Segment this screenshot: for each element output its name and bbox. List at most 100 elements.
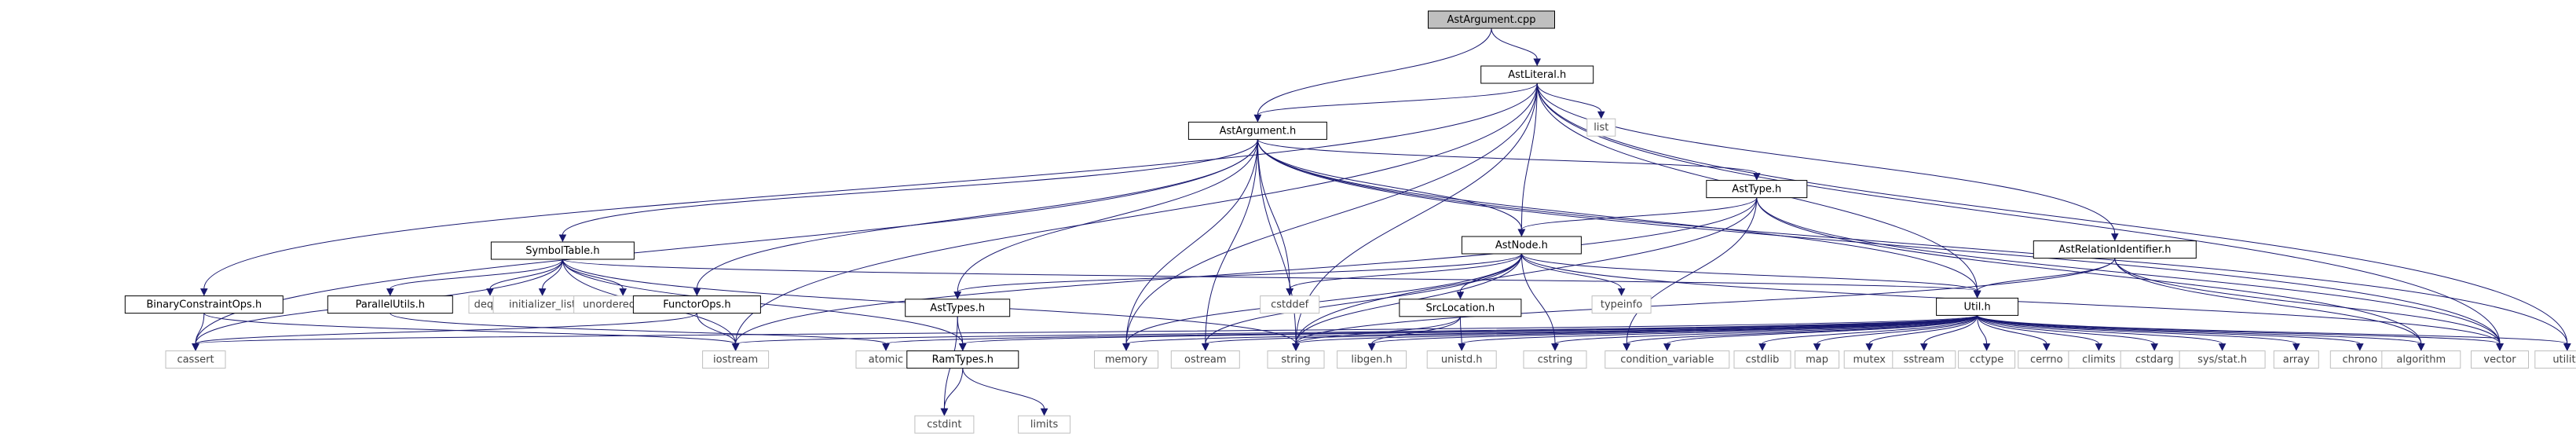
edge-arrowhead [731, 343, 740, 351]
edge-line [1817, 315, 1978, 345]
edge-arrowhead [958, 343, 967, 351]
node-box [2179, 350, 2266, 369]
node-mutex: mutex [1843, 350, 1895, 369]
edge-astnode-h-to-asttypes-h [953, 253, 1522, 299]
node-asttypes-h[interactable]: AstTypes.h [905, 299, 1011, 317]
node-astargument-h[interactable]: AstArgument.h [1187, 121, 1327, 140]
edge-arrowhead [2417, 343, 2425, 351]
node-box [165, 350, 226, 369]
edge-arrowhead [1122, 343, 1130, 351]
edge-arrowhead [1752, 173, 1761, 181]
edge-astargument-h-to-string [1257, 139, 1300, 351]
node-parallelutils-h[interactable]: ParallelUtils.h [327, 295, 453, 314]
edge-arrowhead [2110, 233, 2119, 241]
node-label: cerrno [2030, 354, 2063, 366]
node-cerrno: cerrno [2018, 350, 2076, 369]
edge-astargument-h-to-cassert [192, 139, 1258, 351]
edge-line [1257, 139, 1522, 230]
edge-util-h-to-cstdarg [1977, 315, 2159, 351]
node-box [632, 295, 761, 314]
edge-line [957, 139, 1258, 292]
edge-arrowhead [693, 288, 701, 296]
node-libgen-h: libgen.h [1337, 350, 1407, 369]
edge-line [696, 139, 1258, 289]
edge-arrowhead [1458, 343, 1466, 351]
node-label: map [1806, 354, 1828, 366]
edge-line [1257, 82, 1538, 116]
node-symboltable-h[interactable]: SymbolTable.h [490, 241, 635, 260]
edge-line [957, 253, 1522, 293]
edge-line [1257, 139, 1290, 289]
edge-line [1205, 314, 1978, 345]
node-box [1480, 65, 1594, 84]
node-label: iostream [713, 354, 758, 366]
node-box [906, 350, 1019, 369]
node-array: array [2273, 350, 2319, 369]
edge-line [1205, 139, 1258, 344]
edge-astnode-h-to-cstddef [1286, 253, 1522, 296]
node-astrelationidentifier-h[interactable]: AstRelationIdentifier.h [2033, 240, 2197, 259]
edge-line [1667, 314, 1978, 345]
edge-arrowhead [2292, 343, 2300, 351]
node-ostream: ostream [1170, 350, 1240, 369]
edge-arrowhead [486, 288, 494, 296]
node-label: initializer_list [509, 299, 576, 311]
edge-line [489, 258, 563, 289]
node-iostream: iostream [702, 350, 770, 369]
node-util-h[interactable]: Util.h [1936, 297, 2019, 316]
node-srclocation-h[interactable]: SrcLocation.h [1399, 299, 1522, 317]
node-label: BinaryConstraintOps.h [146, 299, 262, 311]
edge-line [1205, 253, 1522, 344]
node-cstdlib: cstdlib [1733, 350, 1791, 369]
edge-util-h-to-map [1813, 315, 1978, 351]
node-asttype-h[interactable]: AstType.h [1706, 180, 1808, 199]
edge-line [562, 258, 1978, 292]
edge-ramtypes-h-to-cstdint [940, 368, 964, 416]
node-box [914, 415, 975, 434]
edge-arrowhead [538, 288, 547, 296]
node-cassert: cassert [165, 350, 226, 369]
edge-line [1257, 28, 1492, 116]
edge-arrowhead [1865, 343, 1874, 351]
edge-symboltable-h-to-initializer-list [538, 258, 563, 296]
node-ramtypes-h[interactable]: RamTypes.h [906, 350, 1019, 369]
edge-line [1257, 139, 2568, 344]
node-functorops-h[interactable]: FunctorOps.h [632, 295, 761, 314]
node-label: AstRelationIdentifier.h [2058, 244, 2171, 256]
edge-line [1520, 82, 1538, 230]
edge-symboltable-h-to-parallelutils-h [386, 258, 563, 296]
node-astliteral-h[interactable]: AstLiteral.h [1480, 65, 1594, 84]
edge-ramtypes-h-to-limits [962, 368, 1048, 416]
edge-line [1977, 315, 1988, 344]
edge-line [962, 314, 1978, 345]
edge-util-h-to-unistd-h [1458, 314, 1978, 351]
edge-line [1977, 314, 2297, 345]
edge-arrowhead [192, 343, 199, 351]
node-box [1892, 350, 1956, 369]
edge-arrowhead [1758, 343, 1766, 351]
edge-arrowhead [619, 288, 628, 296]
edge-util-h-to-iostream [731, 314, 1978, 351]
node-memory: memory [1094, 350, 1158, 369]
node-box [490, 241, 635, 260]
edge-arrowhead [1919, 343, 1928, 351]
node-astnode-h[interactable]: AstNode.h [1461, 236, 1582, 255]
node-label: cstddef [1271, 299, 1309, 311]
edge-astliteral-h-to-binaryconstraintops-h [199, 82, 1538, 296]
edge-line [195, 314, 1978, 345]
edge-arrowhead [882, 343, 890, 351]
node-label: typeinfo [1601, 299, 1642, 311]
node-label: cstdarg [2135, 354, 2174, 366]
node-label: AstLiteral.h [1508, 69, 1566, 81]
node-binaryconstraintops-h[interactable]: BinaryConstraintOps.h [124, 295, 284, 314]
edge-arrowhead [2496, 343, 2504, 351]
node-astargument-cpp[interactable]: AstArgument.cpp [1428, 10, 1555, 29]
edge-arrowhead [1973, 290, 1981, 299]
edge-arrowhead [1663, 343, 1671, 351]
edge-line [1977, 314, 2361, 345]
node-label: sstream [1904, 354, 1945, 366]
edge-functorops-h-to-cassert [192, 313, 697, 351]
node-label: AstArgument.cpp [1447, 14, 1535, 26]
edge-line [957, 316, 964, 344]
